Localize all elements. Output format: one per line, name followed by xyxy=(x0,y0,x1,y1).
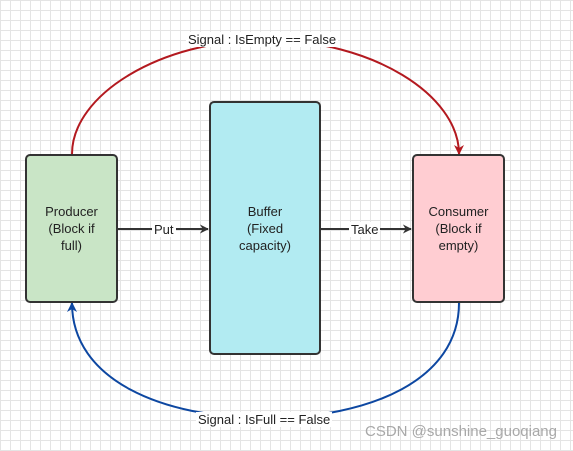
buffer-node: Buffer (Fixed capacity) xyxy=(209,101,321,355)
buffer-label: Buffer (Fixed capacity) xyxy=(238,203,292,253)
signal-full-label: Signal : IsFull == False xyxy=(196,412,333,427)
consumer-label: Consumer (Block if empty) xyxy=(428,204,489,253)
producer-node: Producer (Block if full) xyxy=(25,154,118,303)
signal-empty-label: Signal : IsEmpty == False xyxy=(186,32,339,47)
put-label: Put xyxy=(152,222,176,237)
consumer-node: Consumer (Block if empty) xyxy=(412,154,505,303)
producer-label: Producer (Block if full) xyxy=(45,204,98,253)
watermark-text: CSDN @sunshine_guoqiang xyxy=(364,423,557,440)
take-label: Take xyxy=(349,222,381,237)
